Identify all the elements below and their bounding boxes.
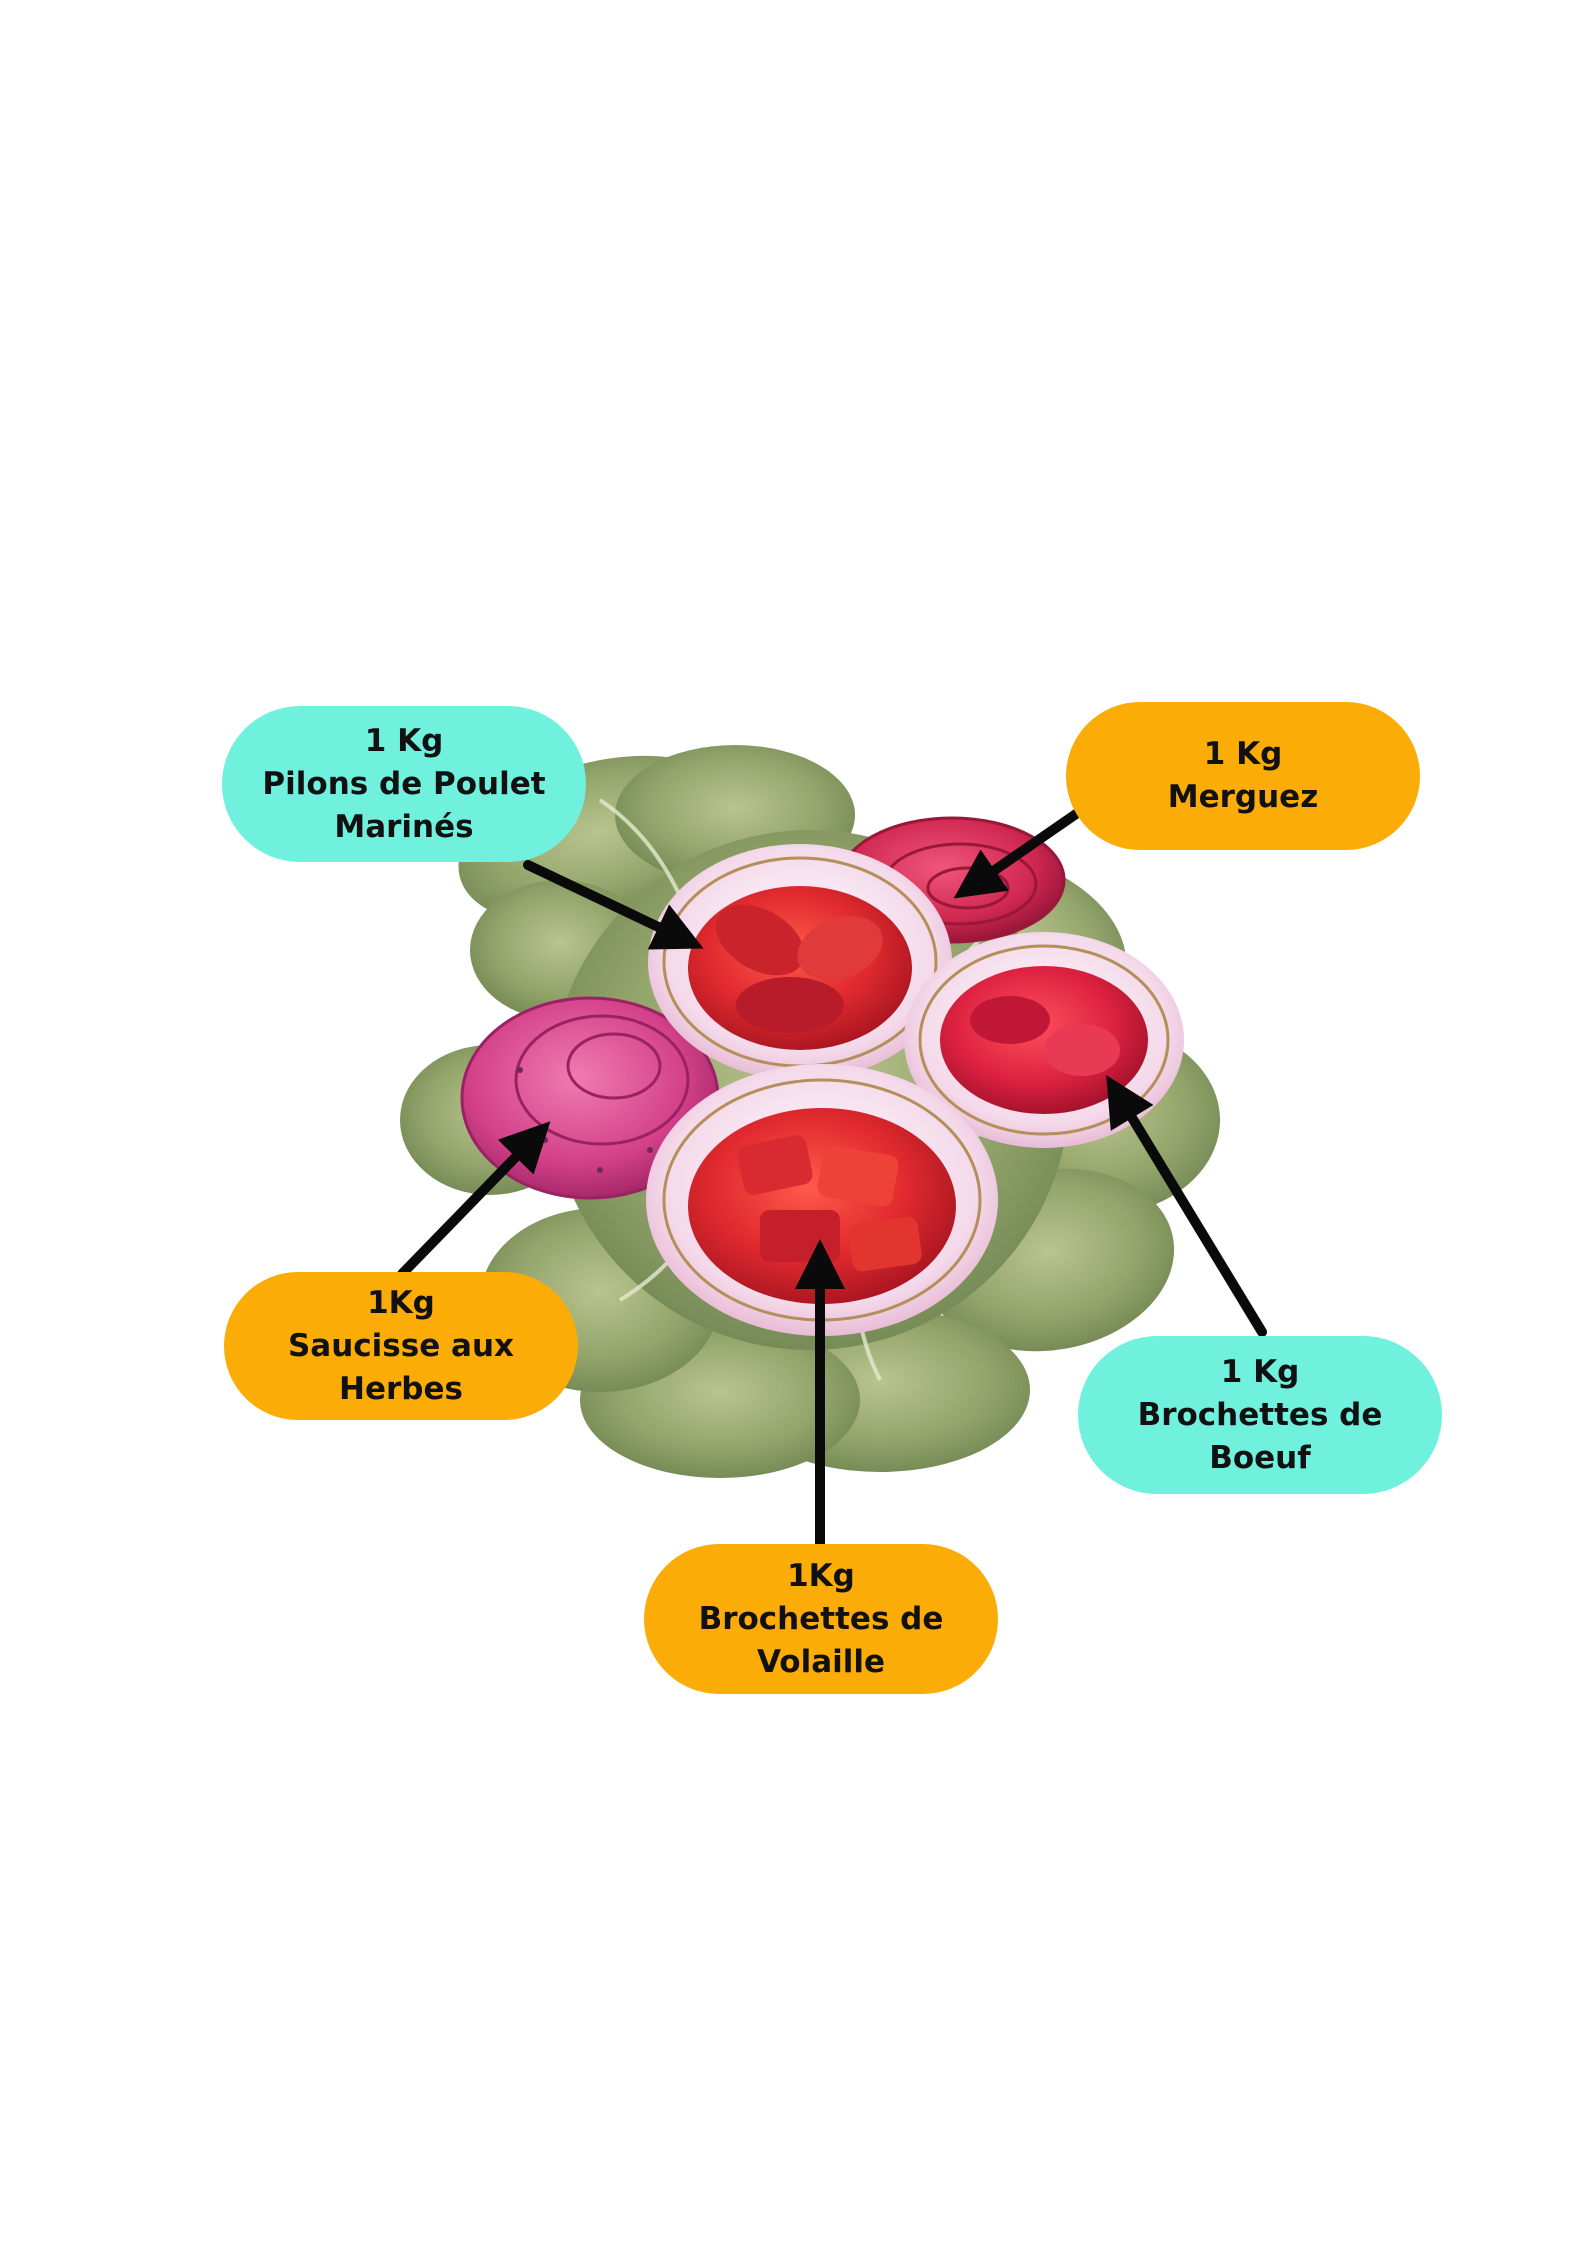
plate-chicken-drumsticks [648,844,952,1080]
label-line-2: Herbes [339,1370,463,1407]
arrow-boeuf [1106,1075,1267,1337]
label-quantity: 1 Kg [1203,736,1283,772]
label-line-2: Volaille [756,1643,886,1680]
arrow-saucisse [397,1121,551,1279]
label-line-1: Merguez [1167,779,1319,815]
label-pilons-de-poulet: 1 Kg Pilons de Poulet Marinés [222,706,586,862]
arrow-pilons [523,860,704,950]
label-line-1: Brochettes de [1137,1396,1383,1433]
label-line-2: Boeuf [1209,1439,1311,1476]
label-quantity: 1Kg [787,1557,855,1594]
label-quantity: 1Kg [367,1284,435,1321]
label-quantity: 1 Kg [1220,1353,1300,1390]
label-brochettes-de-boeuf: 1 Kg Brochettes de Boeuf [1078,1336,1442,1494]
label-brochettes-de-volaille: 1Kg Brochettes de Volaille [644,1544,998,1694]
label-merguez: 1 Kg Merguez [1066,702,1420,850]
label-line-1: Brochettes de [698,1600,944,1637]
label-line-1: Pilons de Poulet [262,765,546,802]
label-quantity: 1 Kg [364,722,444,759]
arrow-merguez [953,809,1081,899]
arrows [397,809,1267,1549]
label-line-2: Marinés [334,808,474,845]
label-saucisse-aux-herbes: 1Kg Saucisse aux Herbes [224,1272,578,1420]
label-line-1: Saucisse aux [287,1327,515,1364]
